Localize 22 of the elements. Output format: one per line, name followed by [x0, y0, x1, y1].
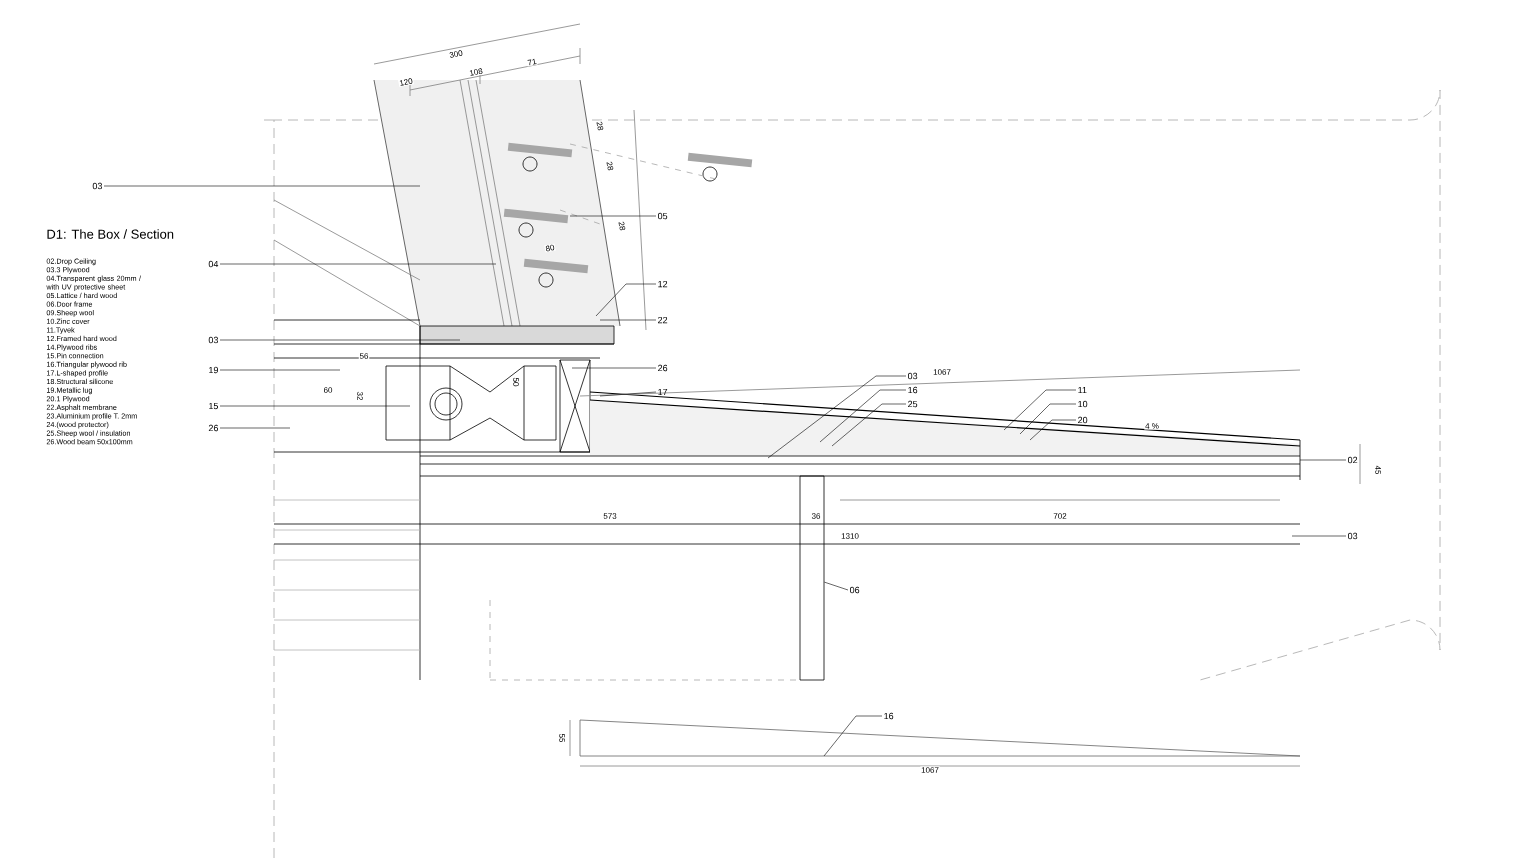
leader-line — [219, 369, 341, 371]
leader-line — [767, 375, 907, 459]
leader-line — [219, 427, 291, 429]
leader-line — [1299, 459, 1347, 461]
leader-line — [1003, 389, 1077, 431]
leader-line — [219, 405, 411, 407]
leader-line — [831, 403, 907, 447]
leader-line — [824, 581, 849, 591]
leader-line — [595, 283, 657, 317]
leader-line — [219, 339, 461, 341]
leader-line — [599, 319, 657, 321]
leader-line — [819, 389, 907, 443]
leader-line — [219, 263, 497, 265]
leader-line — [823, 715, 883, 757]
leader-line — [571, 367, 657, 369]
leader-line — [599, 391, 657, 397]
leader-line — [1029, 419, 1077, 441]
leader-line — [103, 185, 421, 187]
leader-line — [569, 215, 657, 217]
leader-line — [1291, 535, 1347, 537]
leader-line — [1019, 403, 1077, 435]
column-section — [799, 475, 825, 681]
